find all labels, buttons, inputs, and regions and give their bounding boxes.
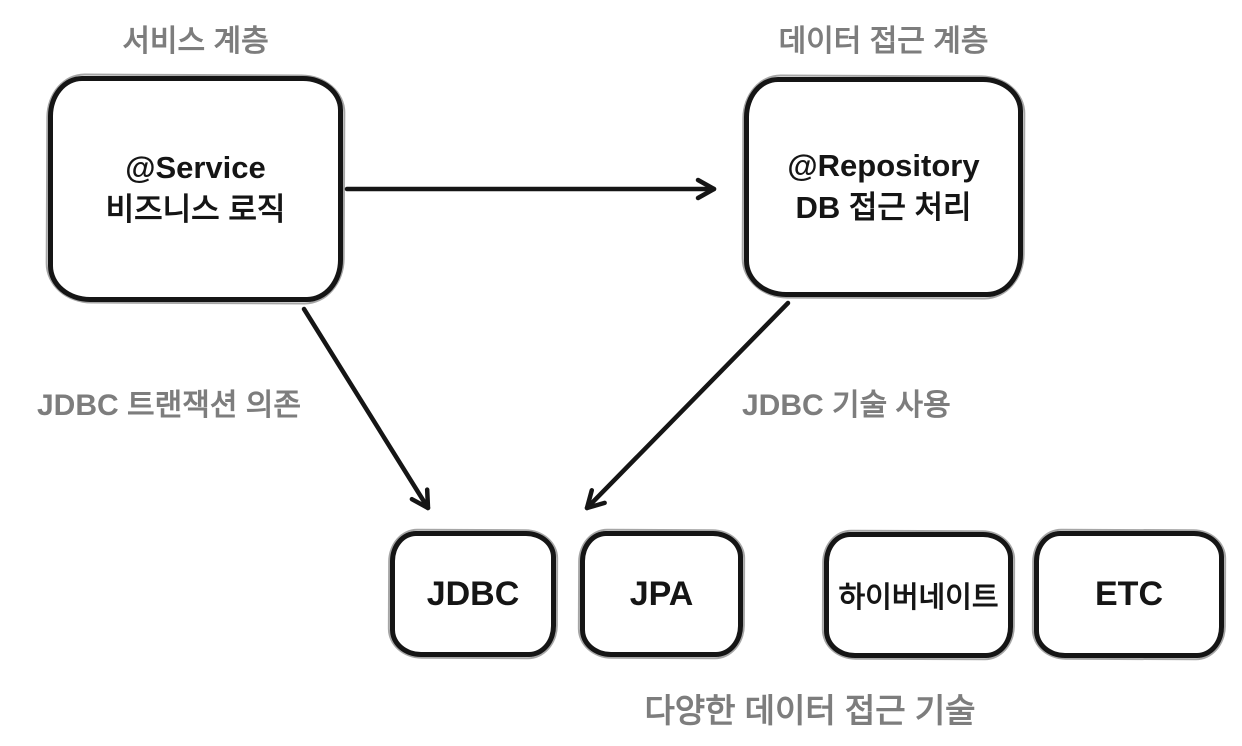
- tech-box-jdbc-label: JDBC: [426, 574, 520, 613]
- repository-description: DB 접근 처리: [795, 190, 972, 225]
- tech-box-etc-label: ETC: [1095, 575, 1163, 613]
- repository-box: @Repository DB 접근 처리: [744, 77, 1023, 297]
- service-layer-title: 서비스 계층: [122, 25, 269, 58]
- tech-box-jpa: JPA: [580, 531, 743, 657]
- tech-box-jpa-label: JPA: [629, 574, 694, 613]
- tech-box-etc: ETC: [1034, 531, 1224, 658]
- service-box: @Service 비즈니스 로직: [48, 76, 343, 302]
- arrow-service-to-jdbc: [301, 306, 431, 511]
- service-description: 비즈니스 로직: [105, 192, 286, 227]
- edge-label-jdbc-transaction-dependency: JDBC 트랜잭션 의존: [37, 389, 301, 422]
- repository-annotation: @Repository: [787, 148, 980, 183]
- tech-box-jdbc: JDBC: [390, 531, 556, 657]
- tech-box-hibernate-label: 하이버네이트: [838, 582, 999, 614]
- edge-label-jdbc-technology-usage: JDBC 기술 사용: [742, 389, 951, 422]
- service-annotation: @Service: [125, 150, 266, 185]
- data-access-layer-title: 데이터 접근 계층: [778, 25, 989, 58]
- tech-box-hibernate: 하이버네이트: [824, 532, 1013, 658]
- bottom-caption: 다양한 데이터 접근 기술: [644, 692, 976, 729]
